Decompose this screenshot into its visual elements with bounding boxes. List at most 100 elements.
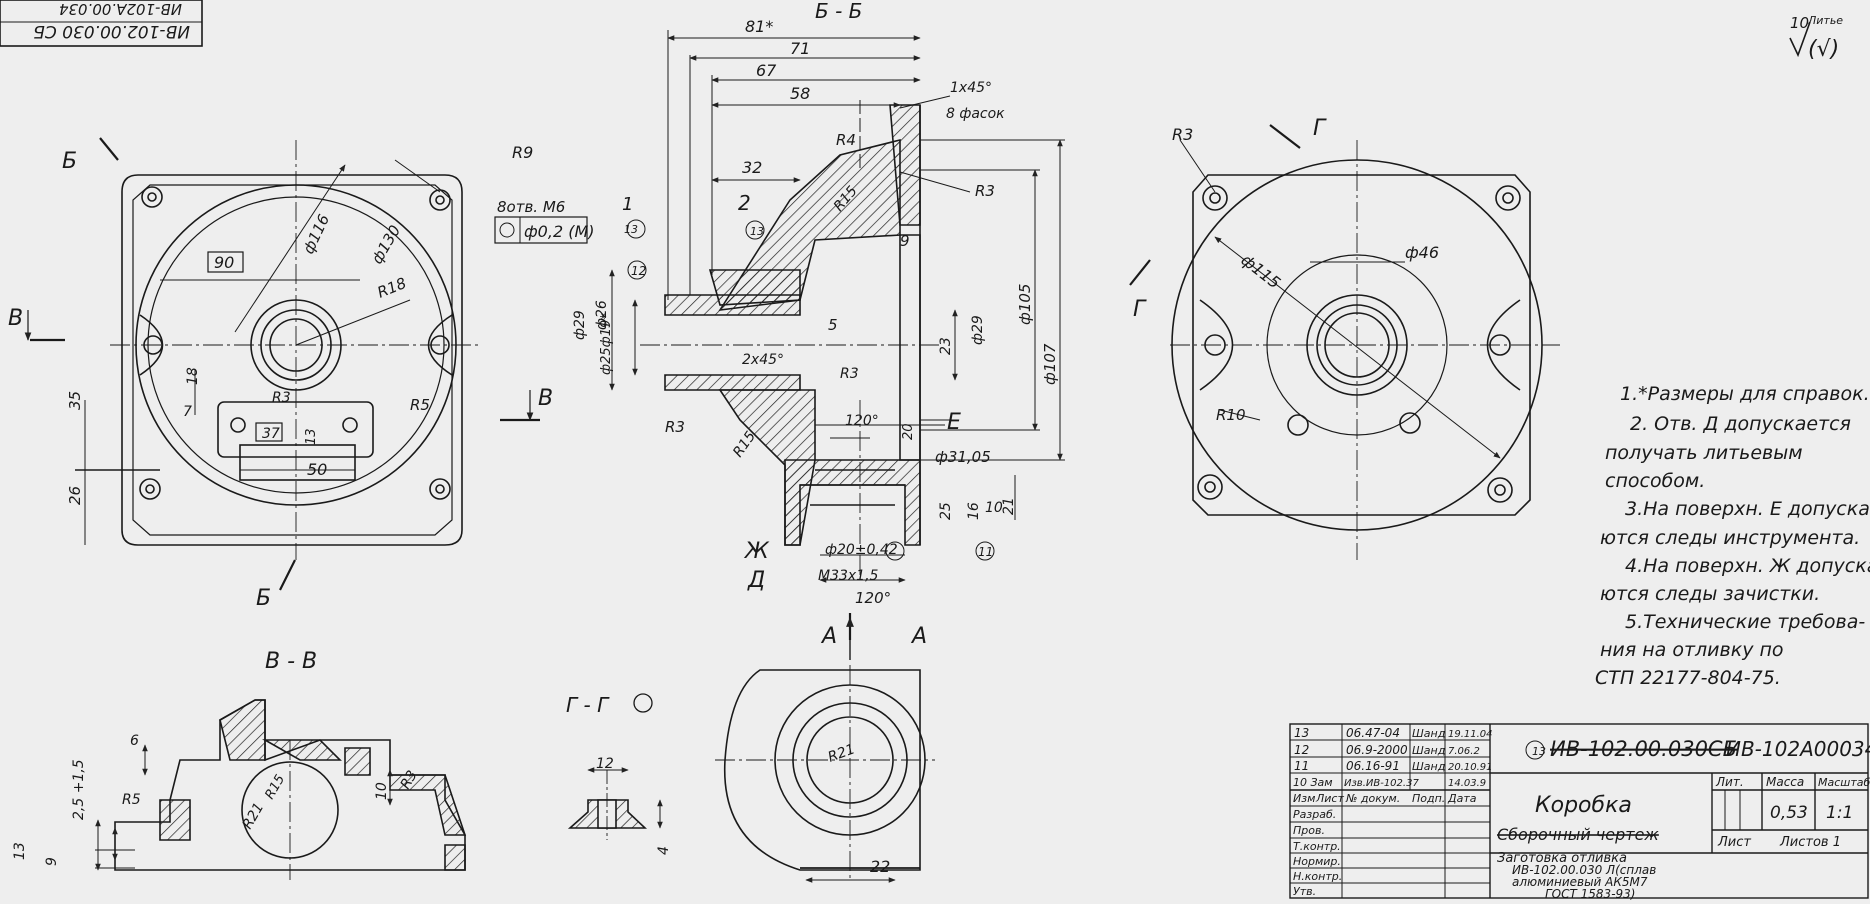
- callout-13-mid: 13: [750, 225, 764, 238]
- role-normir: Нормир.: [1293, 855, 1341, 868]
- dim-r3-top: R3: [975, 182, 995, 200]
- dim-16: 16: [966, 502, 982, 520]
- doc-callout: 13: [1532, 745, 1546, 758]
- dim-r3-left: R3: [665, 418, 685, 436]
- callout-13-left: 13: [624, 223, 638, 236]
- vv-dim-10: 10: [374, 782, 390, 800]
- rev-12-date: 06.9-2000: [1346, 743, 1408, 757]
- rev-11-b: 20.10.91: [1448, 762, 1493, 773]
- dim-20: 20: [901, 423, 916, 440]
- surface-zh-label: Ж: [743, 539, 770, 564]
- dim-r18: R18: [375, 274, 409, 302]
- dim-26: 26: [66, 486, 84, 505]
- part-name: Коробка: [1535, 793, 1632, 818]
- dim-50: 50: [307, 460, 327, 479]
- header-izm: Изм: [1293, 792, 1315, 805]
- angle-120-top: 120°: [845, 413, 879, 429]
- rev-11-num: 11: [1294, 759, 1309, 773]
- corner-stamp: [0, 0, 203, 47]
- rev-12-b: 7.06.2: [1448, 746, 1480, 757]
- note-line-11: СТП 22177-804-75.: [1595, 667, 1781, 689]
- rev-10-num: 10 Зам: [1293, 776, 1333, 789]
- rev-12-num: 12: [1294, 743, 1309, 757]
- dim-d29-right: ф29: [970, 315, 986, 345]
- rev-13-a: Шанд: [1412, 727, 1445, 740]
- header-list: Лист: [1315, 792, 1344, 805]
- note-line-4: способом.: [1605, 470, 1705, 492]
- rev-11-a: Шанд: [1412, 760, 1445, 773]
- thread-m33: М33x1,5: [818, 568, 879, 584]
- hole-d-label: Д: [747, 568, 765, 593]
- vv-dim-9: 9: [44, 857, 60, 866]
- title-block: [1289, 723, 1869, 899]
- roughness-value: 10: [1790, 14, 1809, 32]
- note-line-1: 1.*Размеры для справок.: [1620, 383, 1870, 405]
- cut-label-b-bottom: Б: [256, 586, 271, 611]
- chamfer-note: 1x45°: [950, 80, 992, 96]
- dim-25: 25: [938, 502, 954, 520]
- roughness-label: Литье: [1807, 14, 1843, 27]
- doc-number-old: ИВ-102.00.030СБ: [1550, 737, 1737, 761]
- note-line-3: получать литьевым: [1605, 442, 1803, 464]
- material-line2: ИВ-102.00.030 Л(сплав: [1512, 863, 1656, 877]
- dim-d25-d19: ф25ф19*: [599, 313, 614, 375]
- scale-value: 1:1: [1826, 803, 1853, 823]
- technical-notes: 1.*Размеры для справок. 2. Отв. Д допуск…: [1595, 383, 1870, 689]
- dim-18: 18: [185, 367, 201, 385]
- rv-dim-d46: ф46: [1405, 243, 1439, 262]
- vv-dim-25: 2,5 +1,5: [71, 759, 87, 820]
- header-data: Дата: [1447, 792, 1477, 805]
- dim-r3: R3: [272, 390, 291, 406]
- rv-dim-r10: R10: [1216, 406, 1246, 424]
- callout-1: 1: [622, 194, 633, 215]
- doc-number-new: ИВ-102А00034: [1726, 737, 1870, 761]
- vv-dim-r15: R15: [262, 772, 288, 802]
- chamfers-note: 8 фасок: [946, 106, 1005, 122]
- rev-13-b: 19.11.04: [1448, 729, 1493, 740]
- vv-dim-r5: R5: [122, 792, 141, 808]
- view-a-label-left: А: [820, 624, 837, 649]
- dim-23: 23: [938, 337, 954, 355]
- dim-13: 13: [304, 428, 319, 445]
- role-utv: Утв.: [1293, 885, 1316, 898]
- dim-d26: ф26: [594, 300, 610, 330]
- vv-dim-r21: R21: [240, 800, 268, 832]
- section-gg-title: Г - Г: [566, 693, 610, 717]
- scale-label: Масштаб: [1818, 776, 1870, 789]
- sheet-label: Лист: [1717, 835, 1751, 850]
- view-a-dim-r21: R21: [826, 741, 857, 765]
- callout-12: 12: [631, 264, 646, 278]
- note-line-5: 3.На поверхн. Е допуска-: [1625, 498, 1870, 520]
- dim-d105: ф105: [1016, 284, 1034, 325]
- rev-11-date: 06.16-91: [1346, 759, 1400, 773]
- roughness-sign: [1789, 21, 1811, 58]
- dim-d20: ф20±0,42: [825, 542, 898, 558]
- note-line-6: ются следы инструмента.: [1600, 527, 1860, 549]
- dim-35: 35: [66, 391, 84, 410]
- dim-d130: ф130: [368, 222, 404, 267]
- mass-label: Масса: [1766, 775, 1804, 789]
- dim-r5: R5: [410, 396, 430, 414]
- section-bb: [609, 30, 1065, 583]
- header-podp: Подп.: [1412, 792, 1445, 805]
- stamp-line2: ИВ-102А.00.034: [59, 0, 182, 18]
- cut-label-g-left: Г: [1133, 297, 1147, 322]
- gg-dim-4: 4: [656, 846, 672, 855]
- tolerance-value: ф0,2 (М): [524, 222, 595, 241]
- rev-12-a: Шанд: [1412, 744, 1445, 757]
- note-line-10: ния на отливку по: [1600, 639, 1784, 661]
- rv-dim-d115: ф115: [1238, 250, 1285, 292]
- section-bb-title: Б - Б: [815, 0, 862, 23]
- section-gg: [567, 693, 663, 840]
- cut-label-g-top: Г: [1313, 116, 1327, 141]
- dim-d31-05: ф31,05: [935, 448, 991, 466]
- role-tkontr: Т.контр.: [1293, 840, 1341, 853]
- chamfer-2x45: 2x45°: [742, 352, 784, 368]
- surface-e-label: Е: [947, 410, 961, 435]
- cut-label-v-left: В: [8, 306, 23, 331]
- dim-5: 5: [828, 316, 838, 334]
- rev-10-b: 14.03.9: [1448, 778, 1486, 789]
- dim-10: 10: [985, 500, 1003, 516]
- note-line-9: 5.Технические требова-: [1625, 611, 1865, 633]
